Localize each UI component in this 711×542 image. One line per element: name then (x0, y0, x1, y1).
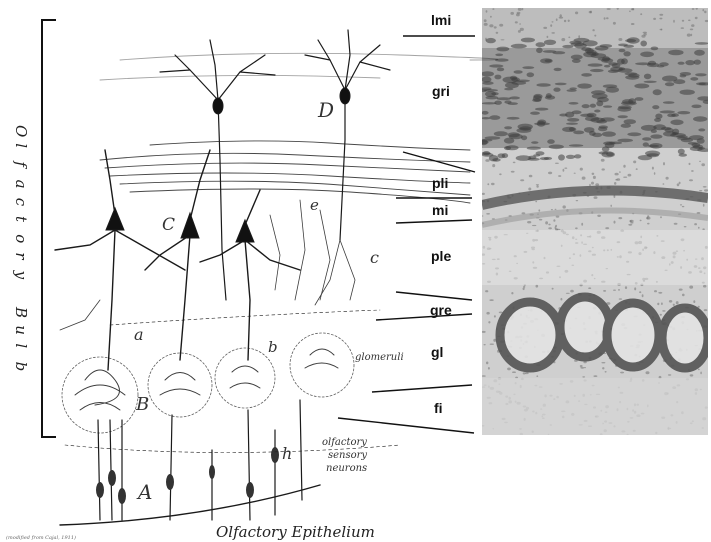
layer-label-gri: gri (432, 83, 450, 99)
figure-credit: (modified from Cajal, 1911) (6, 534, 76, 541)
bulb-label-letter: B (12, 306, 30, 318)
cell-letter-C: C (162, 215, 175, 235)
svg-text:sensory: sensory (328, 450, 367, 461)
bulb-label-letter: b (12, 362, 30, 372)
svg-text:neurons: neurons (326, 463, 367, 474)
layer-label-gl: gl (431, 344, 443, 360)
bulb-label-letter: y (12, 270, 30, 280)
layer-label-pli: pli (432, 175, 448, 191)
cell-letter-e: e (310, 196, 319, 214)
layer-label-fi: fi (434, 400, 443, 416)
layer-pointer-lines (338, 36, 475, 433)
olfactory-bulb-label: Ol f ac t o r yBu l b (12, 125, 30, 371)
cell-letter-h: h (282, 444, 292, 463)
bulb-label-letter: c (12, 198, 30, 207)
layer-label-mi: mi (432, 202, 448, 218)
bulb-label-letter: O (12, 125, 30, 137)
layer-label-ple: ple (431, 248, 451, 264)
layer-labels: lmi gri pli mi ple gre gl fi (430, 12, 452, 416)
glomeruli-label: glomeruli (355, 352, 404, 363)
layer-label-lmi: lmi (431, 12, 451, 28)
bulb-label-letter: f (12, 160, 30, 169)
cell-letter-c: c (370, 248, 379, 267)
svg-text:olfactory: olfactory (322, 437, 367, 448)
bulb-bracket (42, 20, 56, 437)
bulb-label-letter: l (12, 143, 30, 148)
bulb-label-letter: t (12, 216, 30, 223)
bulb-label-letter: a (12, 180, 30, 189)
neuron-drawing (55, 30, 498, 525)
caption-olfactory-epithelium: Olfactory Epithelium (216, 523, 375, 541)
histology-micrograph (476, 7, 711, 436)
cell-letter-b: b (268, 338, 278, 356)
cell-letter-A: A (136, 480, 152, 504)
sensory-neurons-label: olfactory sensory neurons (322, 437, 367, 474)
bulb-label-letter: u (12, 325, 30, 335)
cell-letter-D: D (317, 98, 334, 122)
bulb-label-letter: l (12, 343, 30, 348)
cell-letter-a: a (134, 325, 144, 344)
bulb-label-letter: o (12, 234, 30, 243)
cell-letter-B: B (135, 394, 149, 415)
bulb-label-letter: r (12, 252, 30, 260)
layer-label-gre: gre (430, 302, 452, 318)
